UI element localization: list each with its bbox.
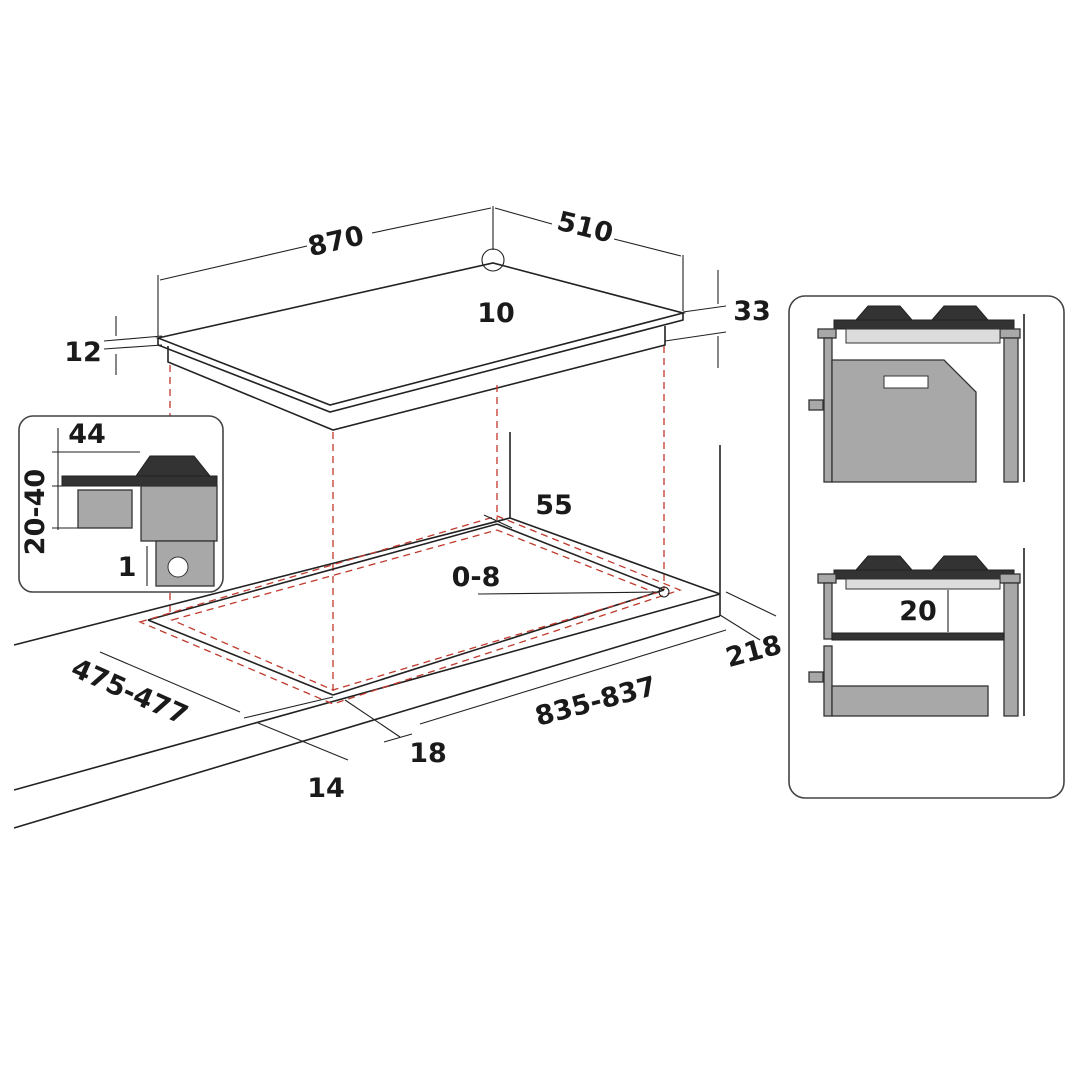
- label-14: 14: [307, 773, 345, 804]
- hob-body-block: [140, 485, 218, 542]
- burner-icon-4: [930, 555, 990, 571]
- hob-drawing: [155, 248, 687, 431]
- label-33: 33: [733, 296, 771, 327]
- label-1: 1: [118, 552, 137, 583]
- flame-icon: [167, 556, 189, 578]
- label-870: 870: [305, 220, 367, 263]
- hob-top-1: [833, 319, 1015, 330]
- alignment-guides: [169, 346, 665, 695]
- label-20-40: 20-40: [20, 469, 51, 555]
- hob-dimension-lines: [103, 206, 727, 375]
- burner-icon-1: [854, 305, 914, 321]
- label-10: 10: [477, 298, 515, 329]
- burner-icon: [135, 455, 212, 477]
- label-18: 18: [409, 738, 447, 769]
- worktop-block: [77, 489, 133, 529]
- worktop-drawing: [13, 432, 721, 829]
- hob-top-plate: [61, 475, 218, 487]
- burner-icon-3: [854, 555, 914, 571]
- label-20: 20: [899, 596, 937, 627]
- hob-top-edge: [157, 313, 684, 413]
- label-510: 510: [554, 206, 616, 250]
- label-55: 55: [535, 490, 573, 521]
- label-12: 12: [64, 337, 102, 368]
- label-0-8: 0-8: [452, 562, 501, 593]
- label-835-837: 835-837: [532, 671, 660, 733]
- hob-top-surface: [155, 262, 687, 406]
- oven-block: [831, 359, 977, 483]
- shelf: [831, 632, 1005, 641]
- burner-icon-2: [930, 305, 990, 321]
- worktop-section-inset: [18, 415, 224, 593]
- installation-inset: [788, 295, 1065, 799]
- hob-top-2: [833, 569, 1015, 580]
- corner-marker-icon: [481, 248, 505, 272]
- label-218: 218: [723, 630, 785, 675]
- oven-block-2: [831, 685, 989, 717]
- hob-body: [167, 326, 666, 431]
- worktop-dimension-lines: [99, 514, 777, 761]
- label-44: 44: [68, 419, 106, 450]
